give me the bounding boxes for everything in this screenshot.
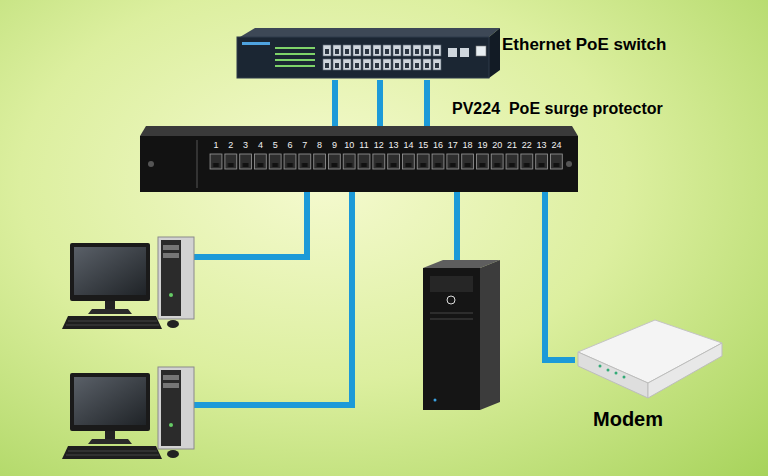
port-number: 11 xyxy=(359,140,368,151)
port-number: 2 xyxy=(228,140,233,151)
port-number: 8 xyxy=(317,140,322,151)
port-number: 1 xyxy=(213,140,218,151)
device-label: Modem xyxy=(593,408,663,431)
rack-hole xyxy=(148,161,154,167)
device-label: PV224 PoE surge protector xyxy=(452,100,663,118)
port-number: 17 xyxy=(448,140,458,151)
network-cable xyxy=(545,192,575,360)
poe-switch xyxy=(237,28,500,78)
switch-logo xyxy=(242,42,270,45)
switch-ports xyxy=(322,44,442,72)
port-number: 18 xyxy=(463,140,473,151)
surge-protector-panel xyxy=(140,126,578,192)
panel-ear xyxy=(196,140,198,188)
network-cable xyxy=(424,80,430,126)
switch-side xyxy=(489,28,500,78)
network-cable xyxy=(332,80,338,126)
port-number: 13 xyxy=(537,140,547,151)
port-number: 19 xyxy=(477,140,487,151)
modem-device xyxy=(578,320,722,398)
modem: Modem xyxy=(575,318,722,402)
panel-ports xyxy=(209,150,564,174)
sfp-port xyxy=(448,48,457,57)
rack-hole xyxy=(566,161,572,167)
port-number: 14 xyxy=(403,140,413,151)
switch-leds xyxy=(275,47,315,67)
poe-switch: Ethernet PoE switch xyxy=(237,28,500,80)
console-port xyxy=(476,46,486,56)
switch-front xyxy=(237,37,489,78)
port-number: 7 xyxy=(302,140,307,151)
port-number: 24 xyxy=(551,140,561,151)
network-cable xyxy=(194,192,352,405)
port-number: 5 xyxy=(273,140,278,151)
server-tower xyxy=(423,260,500,410)
port-number: 13 xyxy=(389,140,399,151)
port-number: 20 xyxy=(492,140,502,151)
network-cable xyxy=(194,192,457,405)
desktop-computer xyxy=(62,367,194,459)
network-cable xyxy=(194,192,307,257)
port-number: 9 xyxy=(332,140,337,151)
sfp-port xyxy=(460,48,469,57)
panel-top xyxy=(140,126,578,136)
port-number: 6 xyxy=(287,140,292,151)
device-label: Ethernet PoE switch xyxy=(502,35,666,55)
port-number: 10 xyxy=(344,140,354,151)
panel-front xyxy=(140,136,578,192)
port-number: 16 xyxy=(433,140,443,151)
desktop-computer xyxy=(62,237,194,329)
surge-protector: PV224 PoE surge protector xyxy=(140,126,578,192)
port-number: 21 xyxy=(507,140,517,151)
port-number: 12 xyxy=(374,140,384,151)
network-cable xyxy=(454,192,460,264)
port-number: 3 xyxy=(243,140,248,151)
port-number: 15 xyxy=(418,140,428,151)
network-cable xyxy=(377,80,383,126)
port-number: 22 xyxy=(522,140,532,151)
switch-top xyxy=(240,28,500,37)
port-number: 4 xyxy=(258,140,263,151)
